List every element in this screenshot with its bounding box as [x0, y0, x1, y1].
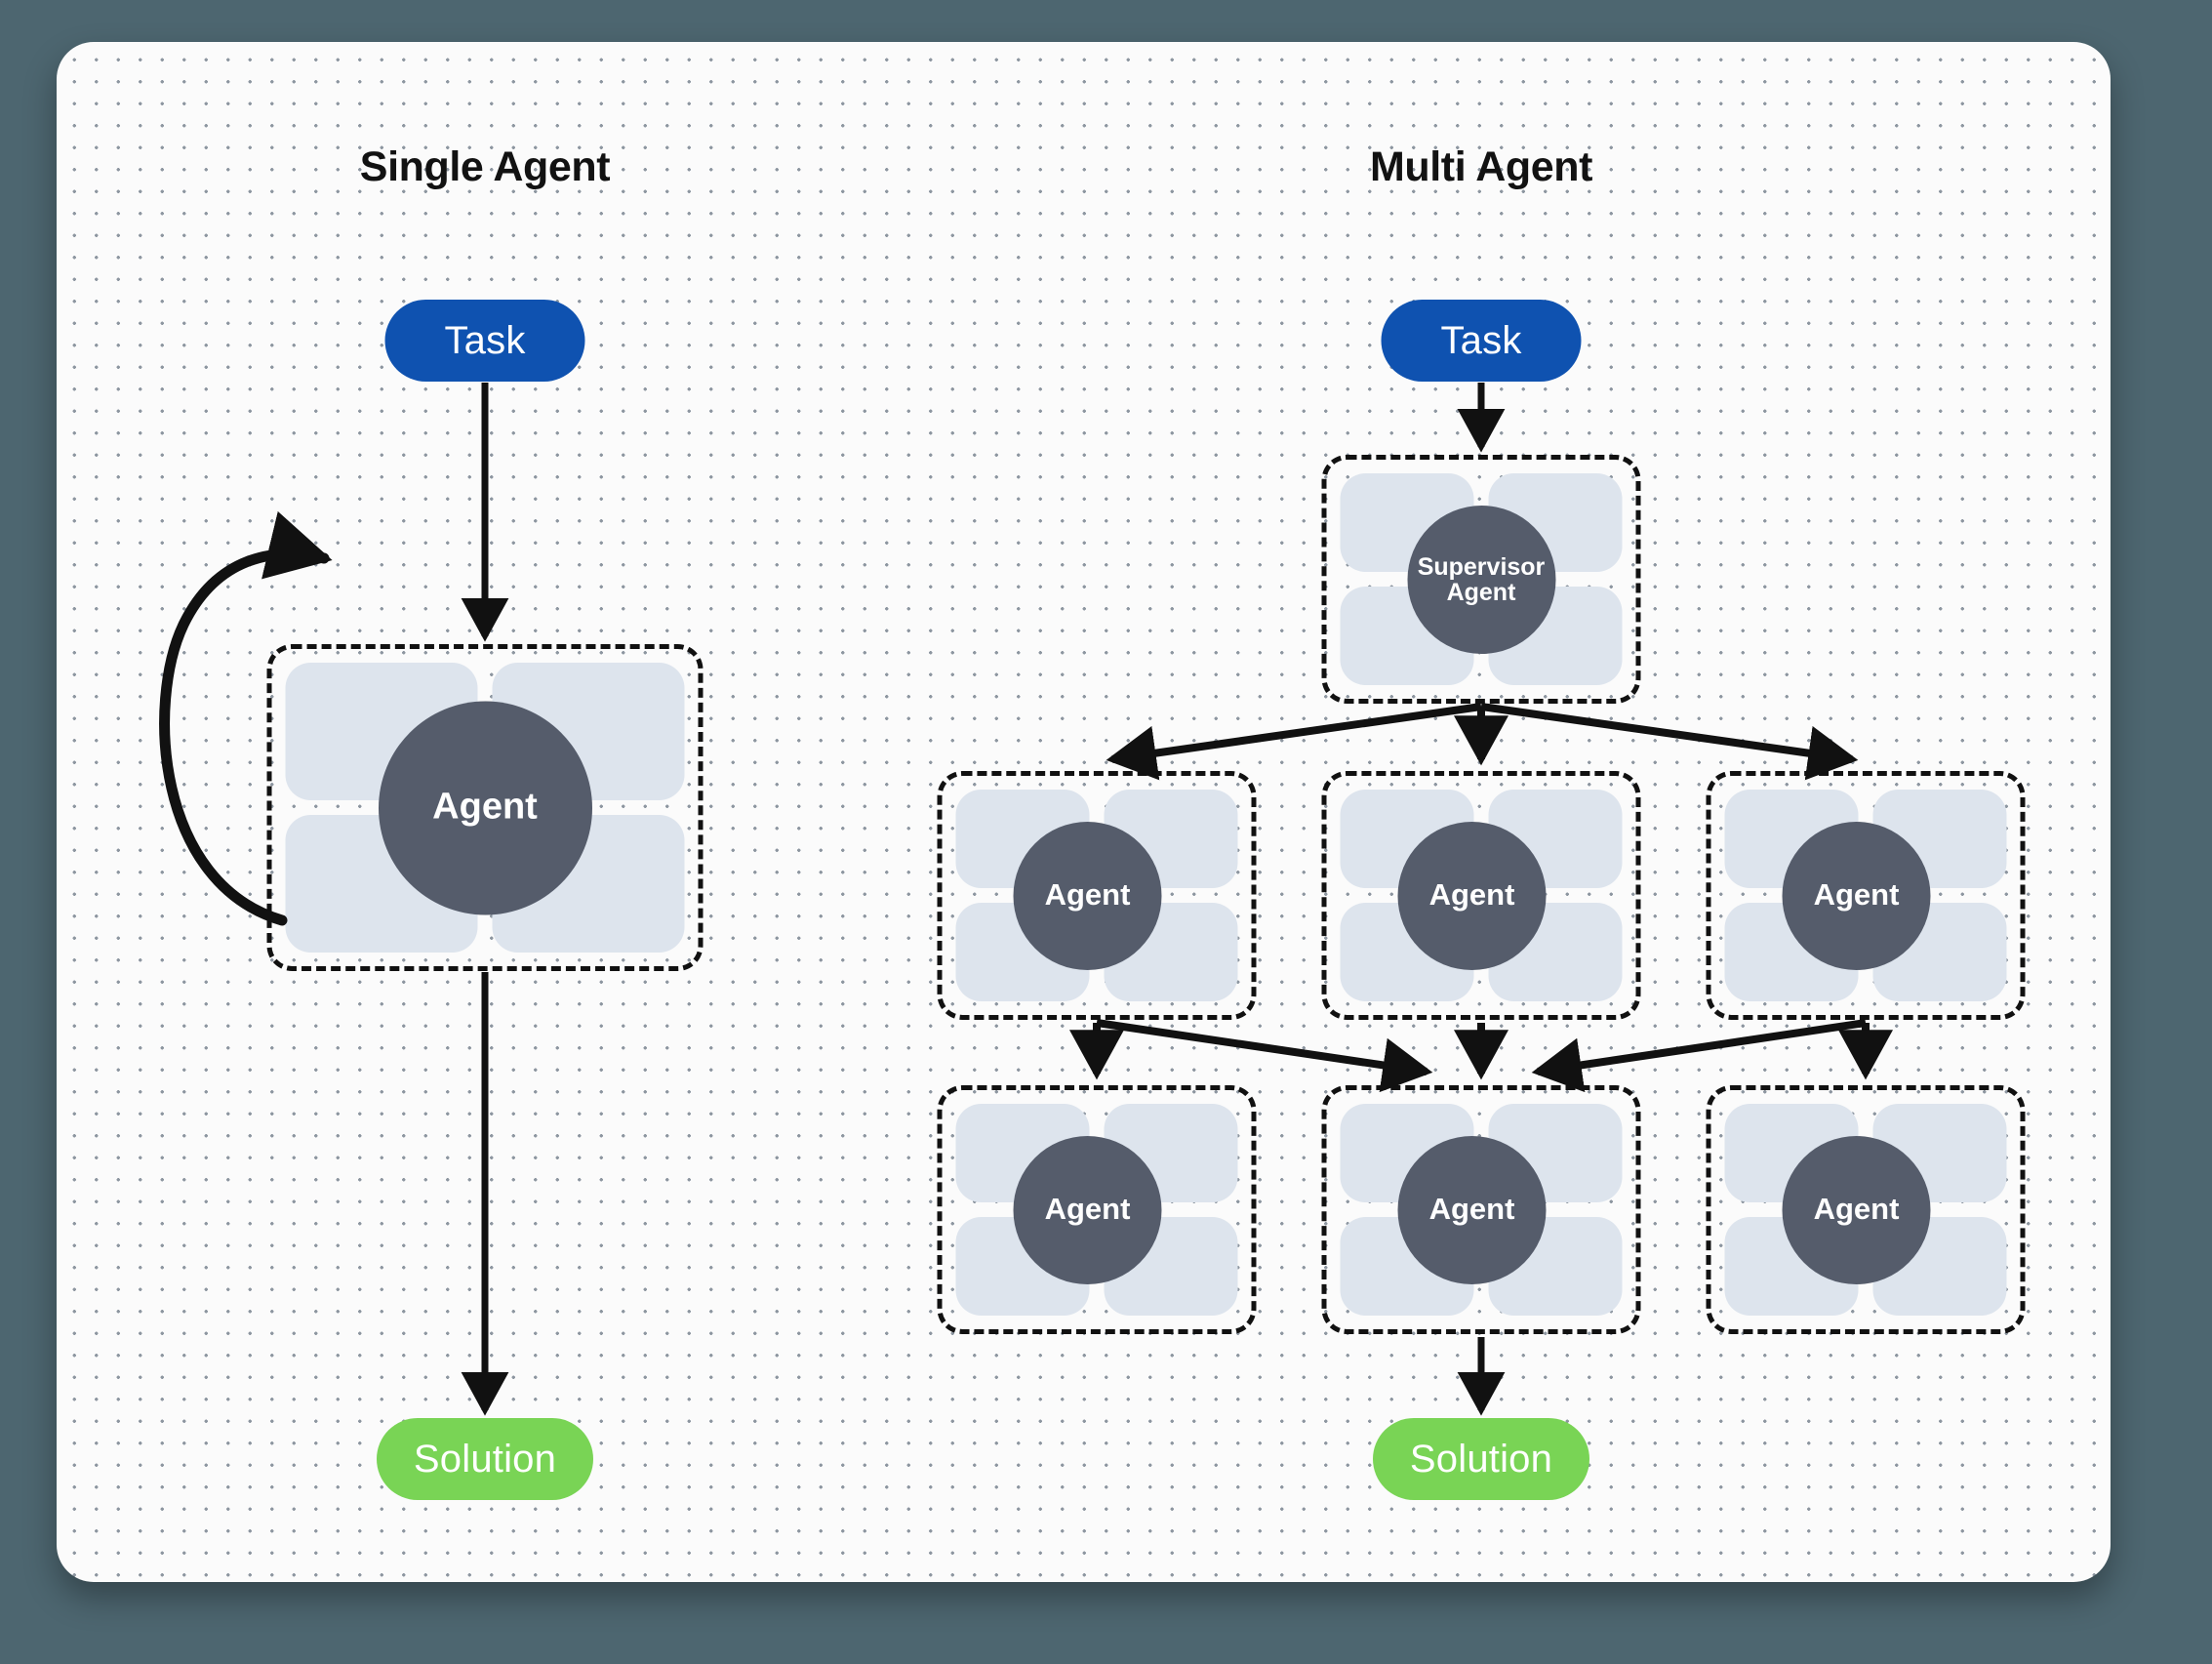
single-solution-node[interactable]: Solution	[377, 1418, 593, 1500]
agent-box-row3-left[interactable]: Agent	[937, 1085, 1257, 1334]
agent-box-row2-right[interactable]: Agent	[1706, 771, 2026, 1020]
agent-box-row2-center[interactable]: Agent	[1321, 771, 1641, 1020]
agent-circle-row3-left[interactable]: Agent	[1013, 1135, 1162, 1284]
agent-circle-row2-center[interactable]: Agent	[1397, 821, 1547, 970]
agent-box-row2-left[interactable]: Agent	[937, 771, 1257, 1020]
single-agent-circle[interactable]: Agent	[378, 701, 592, 914]
agent-circle-row3-right[interactable]: Agent	[1782, 1135, 1931, 1284]
agent-circle-row2-left[interactable]: Agent	[1013, 821, 1162, 970]
multi-agent-title: Multi Agent	[1369, 143, 1593, 190]
single-agent-box[interactable]: Agent	[266, 644, 704, 971]
agent-box-row3-right[interactable]: Agent	[1706, 1085, 2026, 1334]
single-task-node[interactable]: Task	[384, 300, 585, 382]
multi-solution-node[interactable]: Solution	[1373, 1418, 1589, 1500]
agent-circle-row3-center[interactable]: Agent	[1397, 1135, 1547, 1284]
supervisor-agent-circle[interactable]: Supervisor Agent	[1407, 505, 1555, 654]
single-agent-title: Single Agent	[359, 143, 611, 190]
agent-circle-row2-right[interactable]: Agent	[1782, 821, 1931, 970]
agent-box-row3-center[interactable]: Agent	[1321, 1085, 1641, 1334]
multi-task-node[interactable]: Task	[1381, 300, 1582, 382]
supervisor-agent-box[interactable]: Supervisor Agent	[1321, 455, 1641, 704]
